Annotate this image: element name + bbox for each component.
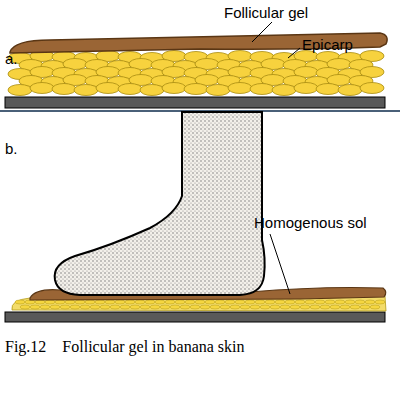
base-plate [5, 312, 385, 322]
leader-line [270, 234, 290, 294]
leader-line [252, 22, 272, 42]
part-label: a. [5, 50, 18, 67]
squashed-cells [15, 300, 385, 309]
foot [55, 112, 265, 295]
follicular-gel-layer [10, 33, 387, 53]
base-plate [5, 97, 385, 108]
leader-line [288, 48, 300, 58]
epicarp-cells [8, 51, 384, 96]
part-label: Epicarp [302, 36, 353, 53]
figure-caption: Fig.12 Follicular gel in banana skin [5, 338, 245, 356]
part-label: Homogenous sol [254, 214, 367, 231]
part-label: b. [5, 140, 18, 157]
part-label: Follicular gel [224, 4, 308, 21]
